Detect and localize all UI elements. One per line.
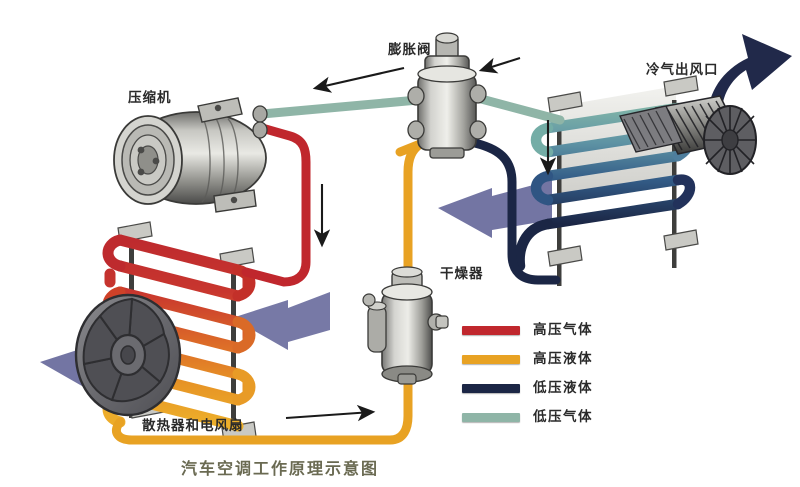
pipe-high-pressure-liquid: [112, 139, 425, 445]
pipe-low-pressure-liquid: [465, 137, 561, 285]
legend-swatch-high-pressure-gas: [462, 326, 520, 335]
pipe-high-pressure-gas: [241, 123, 311, 287]
airflow-arrow-condenser-upper: [232, 292, 330, 350]
flow-arrow-into-valve: [478, 56, 521, 74]
legend-swatch-low-pressure-gas: [462, 413, 520, 422]
legend-item: 高压气体: [462, 316, 652, 345]
legend-swatch-low-pressure-liquid: [462, 384, 520, 393]
blower-fan: [619, 95, 757, 175]
cold-air-outlet-arrow: [707, 34, 792, 140]
dryer-receiver: [362, 266, 449, 385]
diagram-title: 汽车空调工作原理示意图: [180, 459, 379, 478]
label-compressor: 压缩机: [128, 90, 172, 106]
label-radiator-fan: 散热器和电风扇: [142, 418, 244, 434]
legend-label-high-pressure-liquid: 高压液体: [533, 350, 593, 367]
expansion-valve: [407, 32, 487, 159]
label-expansion-valve: 膨胀阀: [388, 42, 432, 58]
pipe-low-pressure-gas: [257, 91, 565, 125]
legend-item: 低压气体: [462, 403, 652, 432]
condenser-fan: [74, 293, 182, 417]
airflow-arrow-evaporator: [438, 180, 552, 238]
label-dryer: 干燥器: [440, 266, 484, 282]
legend-item: 高压液体: [462, 345, 652, 374]
flow-arrows: [285, 56, 557, 422]
label-cold-air-outlet: 冷气出风口: [646, 62, 719, 78]
legend: 高压气体 高压液体 低压液体 低压气体: [462, 316, 652, 432]
legend-label-high-pressure-gas: 高压气体: [533, 321, 593, 338]
legend-item: 低压液体: [462, 374, 652, 403]
compressor: [113, 97, 268, 213]
legend-swatch-high-pressure-liquid: [462, 355, 520, 364]
flow-arrow-valve-to-compressor: [312, 66, 405, 93]
legend-label-low-pressure-gas: 低压气体: [533, 408, 593, 425]
flow-arrow-condenser-to-dryer: [285, 404, 376, 422]
legend-label-low-pressure-liquid: 低压液体: [533, 379, 593, 396]
